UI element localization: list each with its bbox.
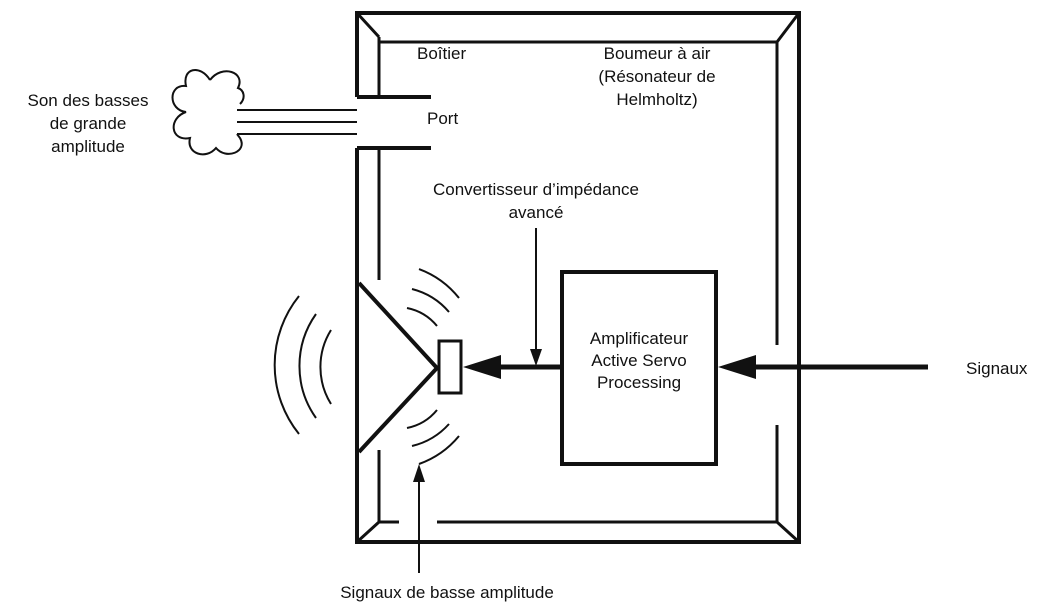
- port-airflow-lines: [237, 109, 357, 135]
- sound-waves-inner-icon: [406, 268, 460, 465]
- amplifier-label-line2: Active Servo: [591, 351, 686, 370]
- signals-input-arrow: [718, 355, 928, 379]
- low-signal-pointer-arrow: [413, 464, 425, 573]
- converter-label-line1: Convertisseur d’impédance: [433, 180, 639, 199]
- enclosure-label: Boîtier: [417, 44, 466, 63]
- converter-label-line2: avancé: [509, 203, 564, 222]
- bass-sound-label-line1: Son des basses: [28, 91, 149, 110]
- resonator-label-line1: Boumeur à air: [604, 44, 711, 63]
- bass-sound-label-line2: de grande: [50, 114, 127, 133]
- signals-label: Signaux: [966, 359, 1028, 378]
- low-signals-label: Signaux de basse amplitude: [340, 583, 554, 602]
- amplifier-label-line3: Processing: [597, 373, 681, 392]
- amp-to-driver-arrow: [463, 355, 562, 379]
- sound-waves-outer-icon: [273, 295, 332, 435]
- bass-sound-cloud-icon: [171, 69, 245, 156]
- port-walls: [357, 95, 431, 150]
- enclosure-inner-wall: [355, 11, 801, 544]
- amplifier-label-line1: Amplificateur: [590, 329, 689, 348]
- bass-sound-label-line3: amplitude: [51, 137, 125, 156]
- resonator-label-line3: Helmholtz): [616, 90, 697, 109]
- enclosure-outer-wall: [355, 11, 801, 544]
- resonator-label-line2: (Résonateur de: [598, 67, 715, 86]
- converter-pointer-arrow: [530, 228, 542, 366]
- speaker-driver-icon: [357, 281, 463, 454]
- port-label: Port: [427, 109, 458, 128]
